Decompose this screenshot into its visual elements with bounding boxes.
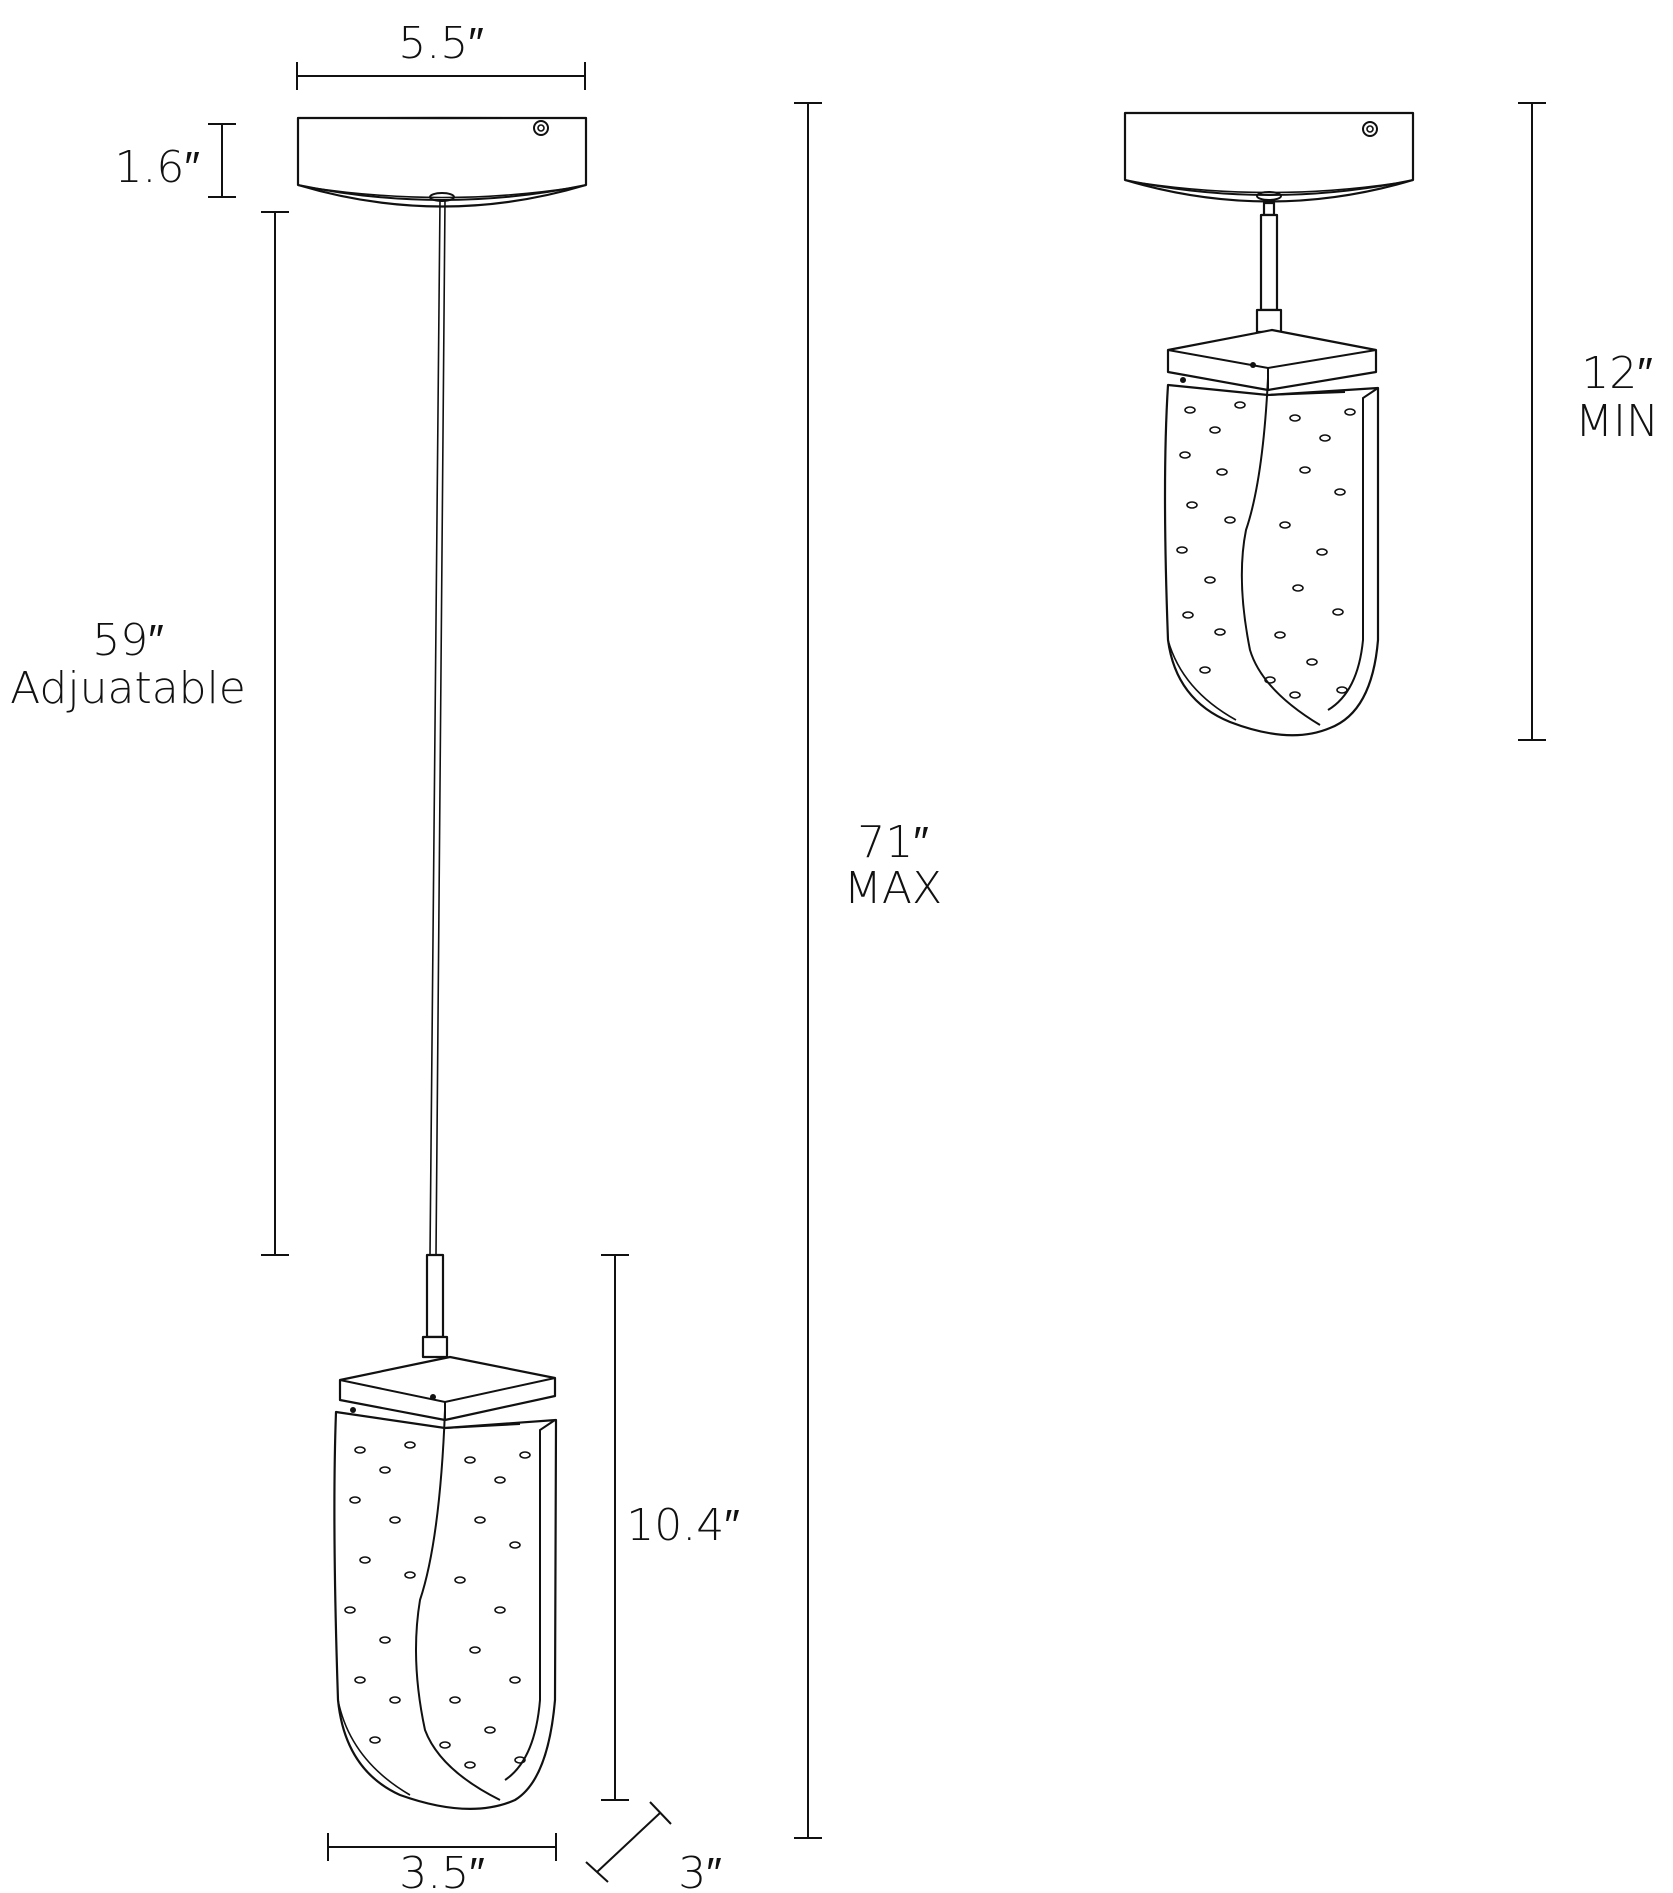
- ceiling-canopy: [296, 116, 588, 208]
- label-shade-height: 10.4″: [626, 1500, 740, 1551]
- label-total-min-note: MIN: [1575, 396, 1659, 447]
- pendant-min-view: [1123, 111, 1415, 737]
- stem: [421, 1253, 449, 1359]
- dim-canopy-height: 1.6″: [114, 123, 236, 198]
- label-shade-width: 3.5″: [399, 1848, 485, 1893]
- shade-top-plate-min: [1166, 328, 1378, 392]
- ceiling-canopy-min: [1123, 111, 1415, 203]
- dim-shade-height: 10.4″: [601, 1254, 740, 1801]
- label-cable-note: Adjuatable: [10, 663, 246, 714]
- stem-min: [1255, 201, 1283, 334]
- label-shade-depth: 3″: [678, 1848, 722, 1893]
- dim-total-max: 71″ MAX: [794, 102, 942, 1839]
- label-canopy-width: 5.5″: [398, 18, 484, 69]
- pendant-max-view: [296, 116, 588, 1810]
- suspension-cable: [429, 199, 446, 1256]
- label-cable-length: 59″: [92, 615, 164, 666]
- dim-canopy-width: 5.5″: [296, 18, 586, 90]
- label-total-max-note: MAX: [844, 863, 942, 914]
- glass-shade-min: [1163, 377, 1380, 737]
- dim-cable-length: 59″ Adjuatable: [10, 211, 289, 1256]
- shade-top-plate: [338, 1355, 557, 1422]
- label-canopy-height: 1.6″: [114, 142, 200, 193]
- label-total-max: 71″: [857, 817, 929, 868]
- dim-shade-depth: 3″: [585, 1801, 722, 1893]
- dim-shade-width: 3.5″: [327, 1833, 557, 1893]
- glass-shade: [333, 1409, 558, 1810]
- label-total-min: 12″: [1581, 348, 1653, 399]
- dim-total-min: 12″ MIN: [1518, 102, 1659, 741]
